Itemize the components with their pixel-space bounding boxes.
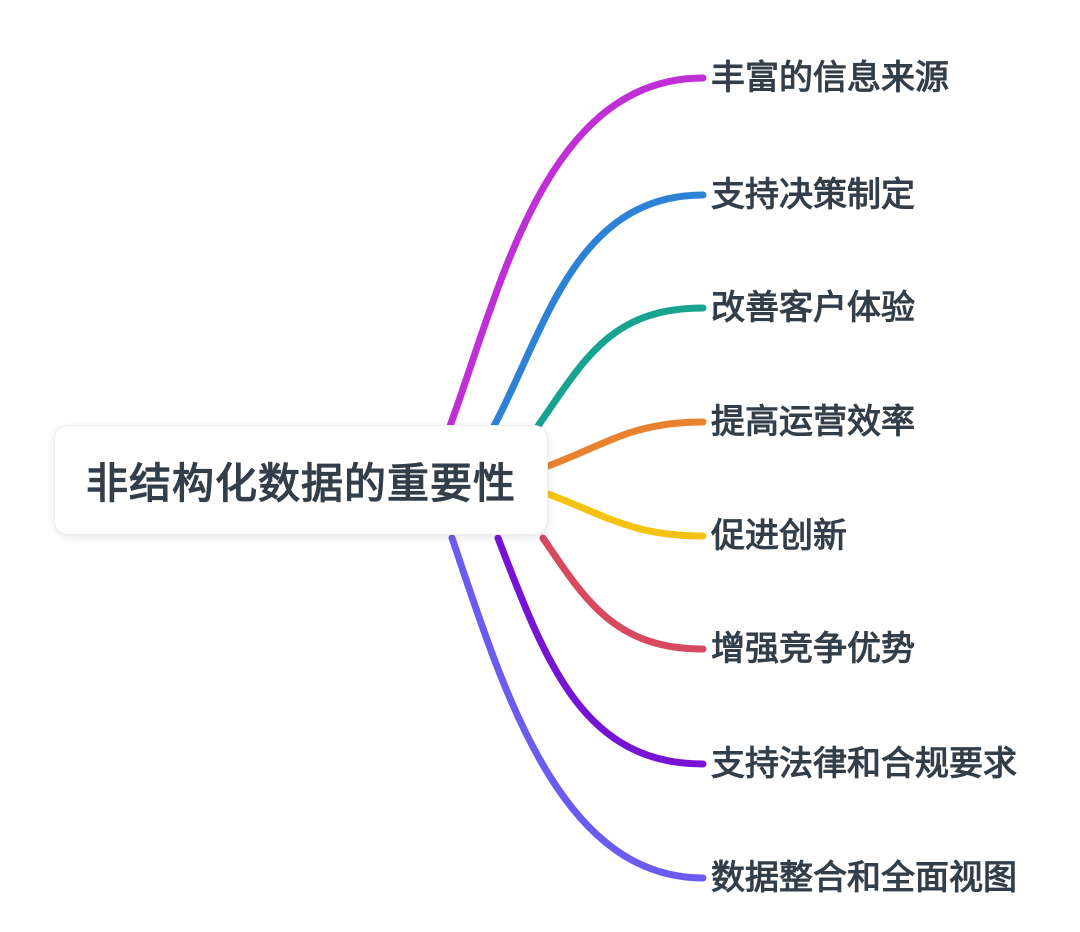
branch-curve-2 [490,191,707,430]
branch-node-2: 支持决策制定 [711,176,915,214]
branch-node-6: 增强竞争优势 [711,630,915,668]
branch-curve-7 [494,534,707,768]
branch-node-8: 数据整合和全面视图 [711,859,1017,897]
branch-node-5: 促进创新 [711,517,847,555]
branch-curve-8 [448,534,707,882]
branch-node-4: 提高运营效率 [711,403,915,441]
branch-curve-4 [544,418,707,470]
branch-curve-3 [534,304,707,430]
branch-node-3: 改善客户体验 [711,289,915,327]
branch-node-1: 丰富的信息来源 [711,59,949,97]
branch-curve-6 [539,534,707,653]
root-node: 非结构化数据的重要性 [54,425,548,535]
branch-curve-1 [446,74,707,430]
branch-curve-5 [544,490,707,540]
branch-node-7: 支持法律和合规要求 [711,745,1017,783]
root-node-label: 非结构化数据的重要性 [85,459,516,507]
